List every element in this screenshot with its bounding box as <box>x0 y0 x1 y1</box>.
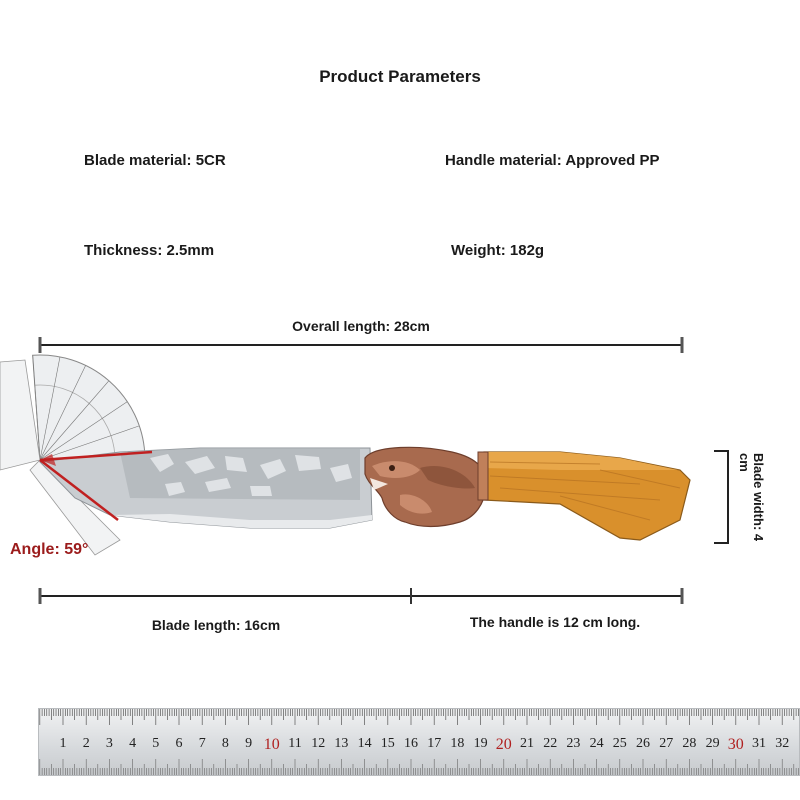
ruler-number: 26 <box>636 736 650 751</box>
ruler-ticks <box>39 709 799 775</box>
ruler-number: 1 <box>59 736 67 751</box>
spec-blade-material: Blade material: 5CR <box>84 152 226 169</box>
protractor-icon <box>32 354 146 461</box>
ruler-number: 31 <box>752 736 766 751</box>
ruler-number: 18 <box>450 736 465 751</box>
ruler-number: 3 <box>105 736 113 751</box>
ruler-number: 9 <box>245 736 253 751</box>
tiger-head-bolster <box>364 446 487 528</box>
ruler-number: 27 <box>659 736 674 751</box>
ruler-number: 5 <box>152 736 160 751</box>
ruler-number: 8 <box>221 736 229 751</box>
angle-indicator <box>39 450 153 521</box>
ruler-number: 16 <box>404 736 418 751</box>
overall-length-line <box>38 337 684 353</box>
ruler-number: 32 <box>775 736 790 751</box>
ruler-number: 17 <box>427 736 442 751</box>
ruler-number: 29 <box>705 736 720 751</box>
ruler-number: 12 <box>311 736 326 751</box>
ruler-number: 14 <box>357 736 372 751</box>
ruler-number: 6 <box>175 736 183 751</box>
ruler-number: 30 <box>727 736 744 753</box>
ruler-number: 28 <box>682 736 697 751</box>
knife-handle <box>477 451 691 541</box>
ruler-number: 25 <box>612 736 627 751</box>
length-line <box>38 588 684 604</box>
ruler-number: 7 <box>198 736 206 751</box>
ruler-number: 21 <box>520 736 534 751</box>
handle-length-label: The handle is 12 cm long. <box>469 614 641 630</box>
spec-handle-material: Handle material: Approved PP <box>445 152 660 169</box>
overall-length-label: Overall length: 28cm <box>292 318 430 334</box>
ruler-number: 24 <box>589 736 604 751</box>
ruler-number: 22 <box>543 736 558 751</box>
knife-blade <box>38 447 373 529</box>
blade-width-label: Blade width: 4 cm <box>737 453 766 542</box>
blade-width-bracket <box>714 450 729 544</box>
ruler-number: 2 <box>82 736 90 751</box>
blade-length-label: Blade length: 16cm <box>151 617 281 633</box>
spec-thickness: Thickness: 2.5mm <box>84 242 215 259</box>
ruler-number: 19 <box>473 736 488 751</box>
ruler-number: 23 <box>566 736 581 751</box>
ruler-number: 15 <box>380 736 395 751</box>
angle-label: Angle: 59° <box>10 541 89 558</box>
ruler-number: 13 <box>334 736 349 751</box>
ruler-number: 10 <box>263 736 280 753</box>
page-title: Product Parameters <box>319 67 481 86</box>
ruler-number: 4 <box>129 736 137 751</box>
ruler-number: 20 <box>495 736 512 753</box>
spec-weight: Weight: 182g <box>451 242 545 259</box>
ruler-number: 11 <box>288 736 302 751</box>
